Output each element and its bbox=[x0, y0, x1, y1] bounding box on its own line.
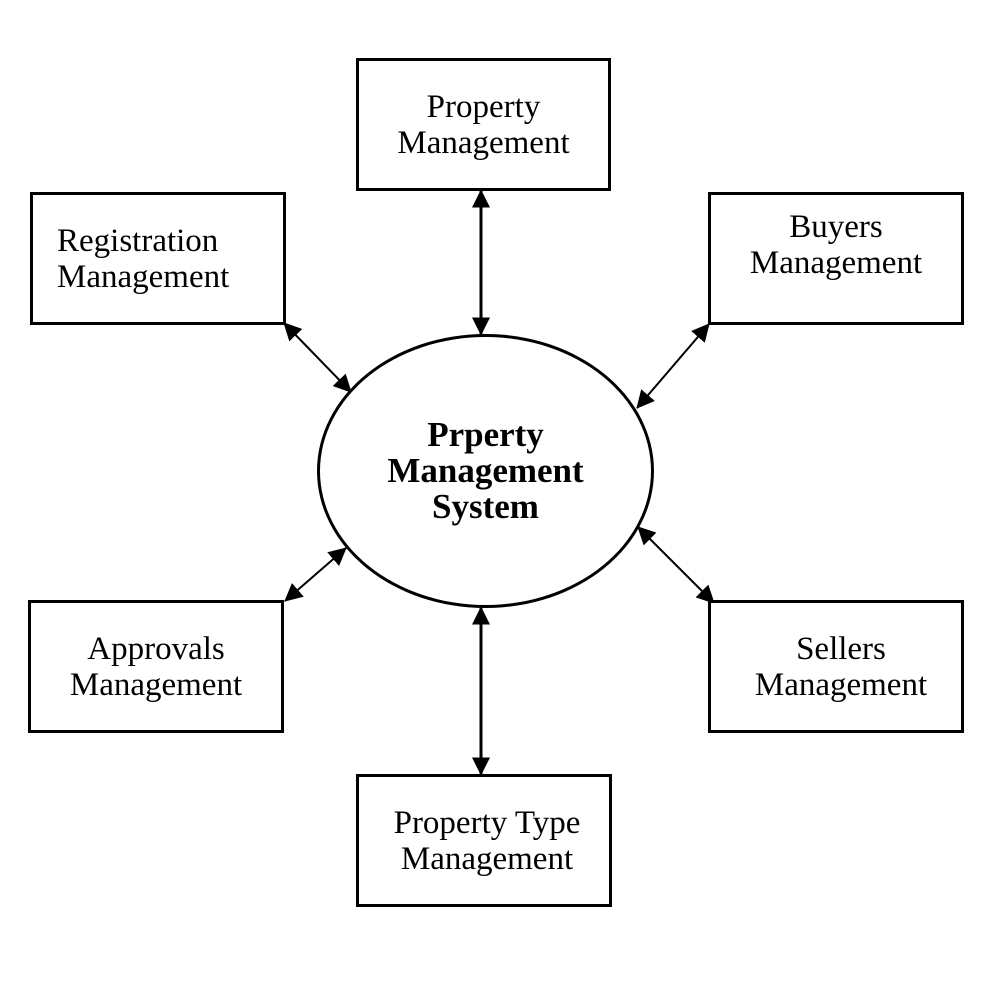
module-property-line2: Management bbox=[397, 124, 570, 161]
module-registration-line1: Registration bbox=[57, 222, 219, 259]
module-property-type-line1: Property Type bbox=[393, 804, 581, 841]
connector-sellers-center bbox=[637, 526, 715, 604]
module-property-type-management: Property Type Management bbox=[356, 774, 612, 907]
module-sellers-line2: Management bbox=[754, 666, 928, 703]
center-node-property-management-system: Prperty Management System bbox=[317, 334, 654, 608]
module-approvals-management: Approvals Management bbox=[28, 600, 284, 733]
center-node-line1: Prperty bbox=[427, 415, 544, 454]
module-registration-management: Registration Management bbox=[30, 192, 286, 325]
module-buyers-line2: Management bbox=[749, 244, 923, 281]
module-buyers-line1: Buyers bbox=[789, 208, 883, 245]
module-property-type-line2: Management bbox=[400, 840, 574, 877]
connector-approvals-center bbox=[284, 547, 347, 602]
module-approvals-line1: Approvals bbox=[87, 630, 225, 667]
module-registration-line2: Management bbox=[57, 258, 230, 295]
module-approvals-line2: Management bbox=[69, 666, 243, 703]
center-node-line3: System bbox=[432, 487, 539, 526]
connector-buyers-center bbox=[636, 323, 710, 409]
center-node-line2: Management bbox=[387, 451, 584, 490]
module-property-line1: Property bbox=[426, 88, 541, 125]
module-sellers-management: Sellers Management bbox=[708, 600, 964, 733]
connector-registration-center bbox=[283, 322, 352, 393]
module-buyers-management: Buyers Management bbox=[708, 192, 964, 325]
module-sellers-line1: Sellers bbox=[796, 630, 886, 667]
module-property-management: Property Management bbox=[356, 58, 611, 191]
